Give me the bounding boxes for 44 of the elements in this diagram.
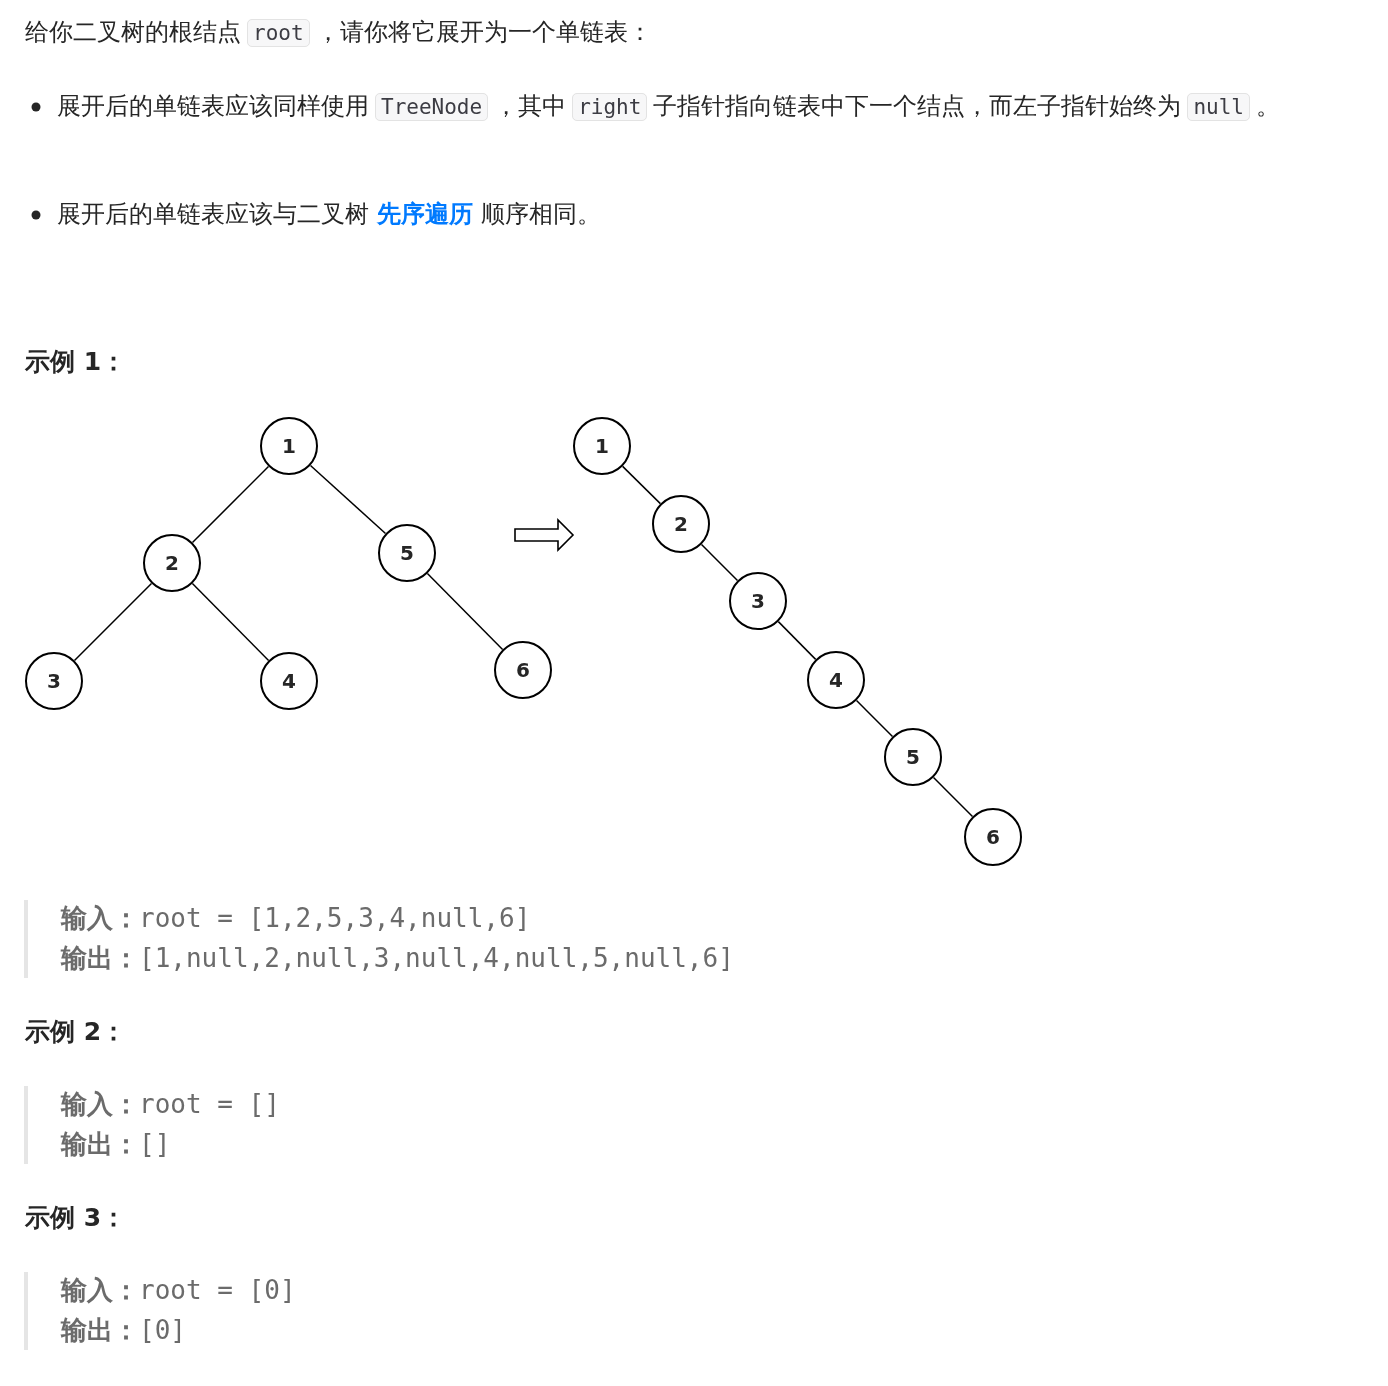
example-heading: 示例 1： [25,346,127,378]
instruction-text: 顺序相同。 [481,200,601,228]
tree-node-circle: 6 [494,641,552,699]
tree-node-circle: 5 [884,728,942,786]
tree-node-circle: 2 [143,534,201,592]
instruction-text: 子指针指向链表中下一个结点，而左子指针始终为 [653,92,1182,120]
link: 先序遍历 [377,200,473,228]
tree-node-circle: 4 [807,651,865,709]
tree-node-circle: 4 [260,652,318,710]
instruction-text: 展开后的单链表应该同样使用 [57,92,369,120]
tree-node-circle: 6 [964,808,1022,866]
tree-edge [191,582,270,662]
tree-edge [309,464,387,535]
tree-node-circle: 5 [378,524,436,582]
example-io-line: 输入：root = [0] [61,1274,296,1307]
instruction-text: ，其中 [494,92,567,120]
instruction-text: 展开后的单链表应该与二叉树 [57,200,369,228]
example-heading: 示例 3： [25,1202,127,1234]
inline-code: right [572,93,648,121]
tree-edge [855,699,894,738]
example-heading: 示例 2： [25,1016,127,1048]
tree-node-circle: 1 [573,417,631,475]
tree-edge [932,776,974,818]
tree-edge [777,620,817,661]
tree-edge [73,582,153,662]
inline-code: root [247,19,310,47]
instruction-text: 。 [1255,92,1280,120]
example-io-line: 输出：[1,null,2,null,3,null,4,null,5,null,6] [61,942,734,975]
tree-node-circle: 2 [652,495,710,553]
inline-code: TreeNode [375,93,489,121]
instruction-text: ，请你将它展开为一个单链表： [315,18,652,46]
tree-node-circle: 1 [260,417,318,475]
example-io-line: 输入：root = [] [61,1088,280,1121]
tree-edge [621,465,662,505]
instruction-text: 给你二叉树的根结点 [25,18,241,46]
example-io-line: 输入：root = [1,2,5,3,4,null,6] [61,902,531,935]
inline-code: null [1187,93,1250,121]
tree-node-circle: 3 [729,572,787,630]
example-io-line: 输出：[] [61,1128,171,1161]
tree-edge [191,465,270,544]
tree-edge [426,572,504,651]
example-io-line: 输出：[0] [61,1314,186,1347]
tree-edge [700,543,739,582]
tree-node-circle: 3 [25,652,83,710]
